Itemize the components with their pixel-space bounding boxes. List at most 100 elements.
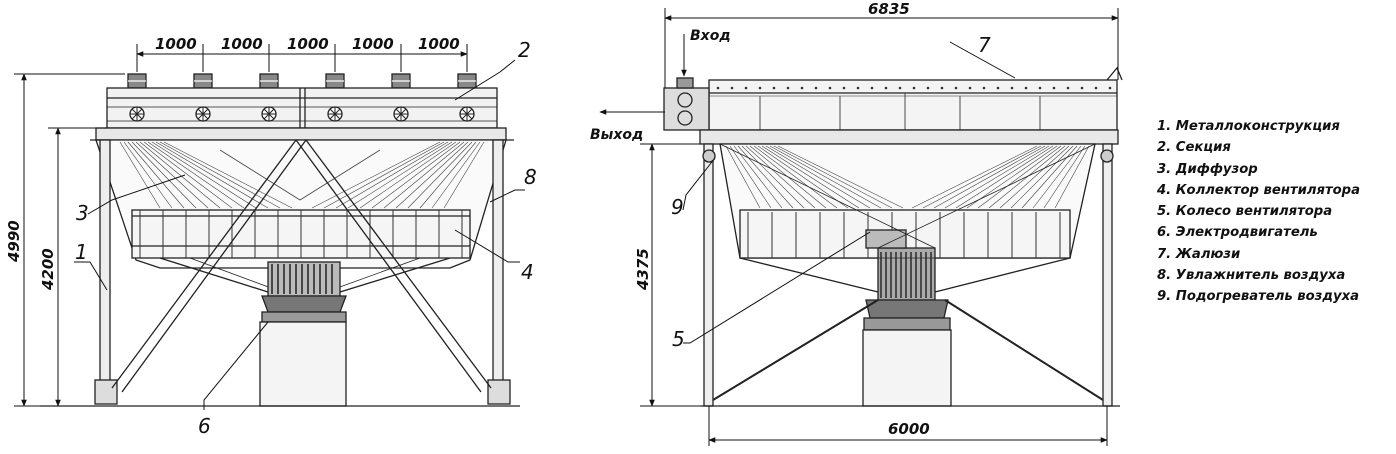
drawing-line — [135, 141, 209, 209]
callout-6: 6 — [198, 414, 211, 438]
louver-rivet — [926, 86, 930, 90]
right-pedestal — [862, 329, 952, 407]
inlet-label: Вход — [690, 28, 731, 44]
drawing-line — [761, 145, 860, 209]
louver-rivet — [912, 86, 916, 90]
drawing-line — [737, 145, 794, 209]
legend-item: 1. Металлоконструкция — [1157, 119, 1340, 134]
drawing-line — [359, 141, 457, 209]
louver-rivet — [1080, 86, 1084, 90]
drawing-line — [753, 145, 838, 209]
legend-item: 9. Подогреватель воздуха — [1157, 289, 1359, 305]
drawing-line — [311, 141, 441, 209]
right-column — [492, 139, 504, 385]
callout-7: 7 — [978, 33, 991, 57]
left-callouts: 2 3 1 4 6 8 — [75, 38, 537, 438]
fan-blades — [130, 107, 144, 121]
right-left-column — [703, 143, 714, 407]
left-view — [40, 73, 520, 407]
motor — [267, 261, 341, 297]
section-box — [106, 87, 498, 129]
louver-rivet — [870, 86, 874, 90]
louver-rivet — [1052, 86, 1056, 90]
drawing-line — [127, 141, 185, 209]
louver-rivet — [940, 86, 944, 90]
louver-rivet — [800, 86, 804, 90]
drawing-line — [745, 145, 816, 209]
louver-rivet — [772, 86, 776, 90]
drawing-line — [999, 145, 1070, 209]
dim-1000-e: 1000 — [418, 35, 460, 53]
drawing-line — [773, 145, 893, 209]
right-callout-lines — [682, 41, 1016, 344]
callout-1: 1 — [75, 240, 88, 264]
drawing-line — [777, 145, 904, 209]
right-dim-labels: 6835 6000 4375 Вход Выход — [590, 0, 930, 438]
louver-rivet — [744, 86, 748, 90]
louver-rivet — [828, 86, 832, 90]
drawing-line — [733, 145, 783, 209]
drawing-line — [131, 141, 197, 209]
callout-5: 5 — [672, 327, 685, 351]
drawing-line — [119, 141, 161, 209]
louver-rivet — [1038, 86, 1042, 90]
dim-4200: 4200 — [39, 248, 57, 291]
right-view — [663, 66, 1123, 407]
fan-blades — [328, 107, 342, 121]
left-dim-labels: 1000 1000 1000 1000 1000 4990 4200 — [5, 35, 460, 291]
dim-1000-d: 1000 — [352, 35, 394, 53]
drawing-line — [933, 145, 1046, 209]
drawing-line — [725, 145, 761, 209]
drawing-line — [955, 145, 1054, 209]
fan-blades — [196, 107, 210, 121]
drawing-line — [155, 141, 269, 209]
drawing-line — [741, 145, 805, 209]
callout-4: 4 — [521, 260, 534, 284]
callout-3: 3 — [76, 201, 89, 225]
legend-item: 5. Колесо вентилятора — [1157, 204, 1333, 220]
drawing-line — [151, 141, 257, 209]
louver-rivet — [996, 86, 1000, 90]
louver-rivet — [982, 86, 986, 90]
louver-rivet — [842, 86, 846, 90]
right-right-column — [1102, 143, 1113, 407]
louver-rivet — [786, 86, 790, 90]
left-callout-lines — [74, 59, 525, 410]
drawing-line — [219, 149, 381, 201]
louver-rivet — [884, 86, 888, 90]
louver-rivet — [730, 86, 734, 90]
louver-rivet — [856, 86, 860, 90]
dim-4990: 4990 — [5, 220, 23, 263]
drawing-line — [431, 141, 481, 209]
fan-blades — [394, 107, 408, 121]
legend-item: 4. Коллектор вентилятора — [1157, 182, 1361, 198]
drawing-line — [1010, 145, 1074, 209]
drawing-line — [443, 141, 485, 209]
drawing-line — [143, 141, 233, 209]
drawing-line — [395, 141, 469, 209]
dim-1000-b: 1000 — [221, 35, 263, 53]
legend-item: 6. Электродвигатель — [1157, 225, 1318, 241]
louver-rivet — [814, 86, 818, 90]
drawing-line — [769, 145, 882, 209]
right-callouts: 7 5 9 — [671, 33, 991, 351]
drawing-line — [765, 145, 871, 209]
callout-2: 2 — [518, 38, 531, 62]
drawing-line — [729, 145, 772, 209]
legend-item: 8. Увлажнитель воздуха — [1157, 268, 1346, 284]
legend-item: 2. Секция — [1157, 140, 1231, 156]
drawing-line — [419, 141, 477, 209]
louver-rivet — [1010, 86, 1014, 90]
right-dimensions — [599, 8, 1119, 446]
drawing-line — [159, 141, 281, 209]
left-fan-hubs — [127, 73, 477, 89]
dim-1000-c: 1000 — [287, 35, 329, 53]
callout-8: 8 — [524, 165, 537, 189]
legend-item: 3. Диффузор — [1157, 161, 1258, 177]
dim-6000: 6000 — [888, 420, 930, 438]
drawing-line — [966, 145, 1058, 209]
louver-rivet — [716, 86, 720, 90]
drawing-line — [371, 141, 461, 209]
drawing-line — [1054, 145, 1090, 209]
